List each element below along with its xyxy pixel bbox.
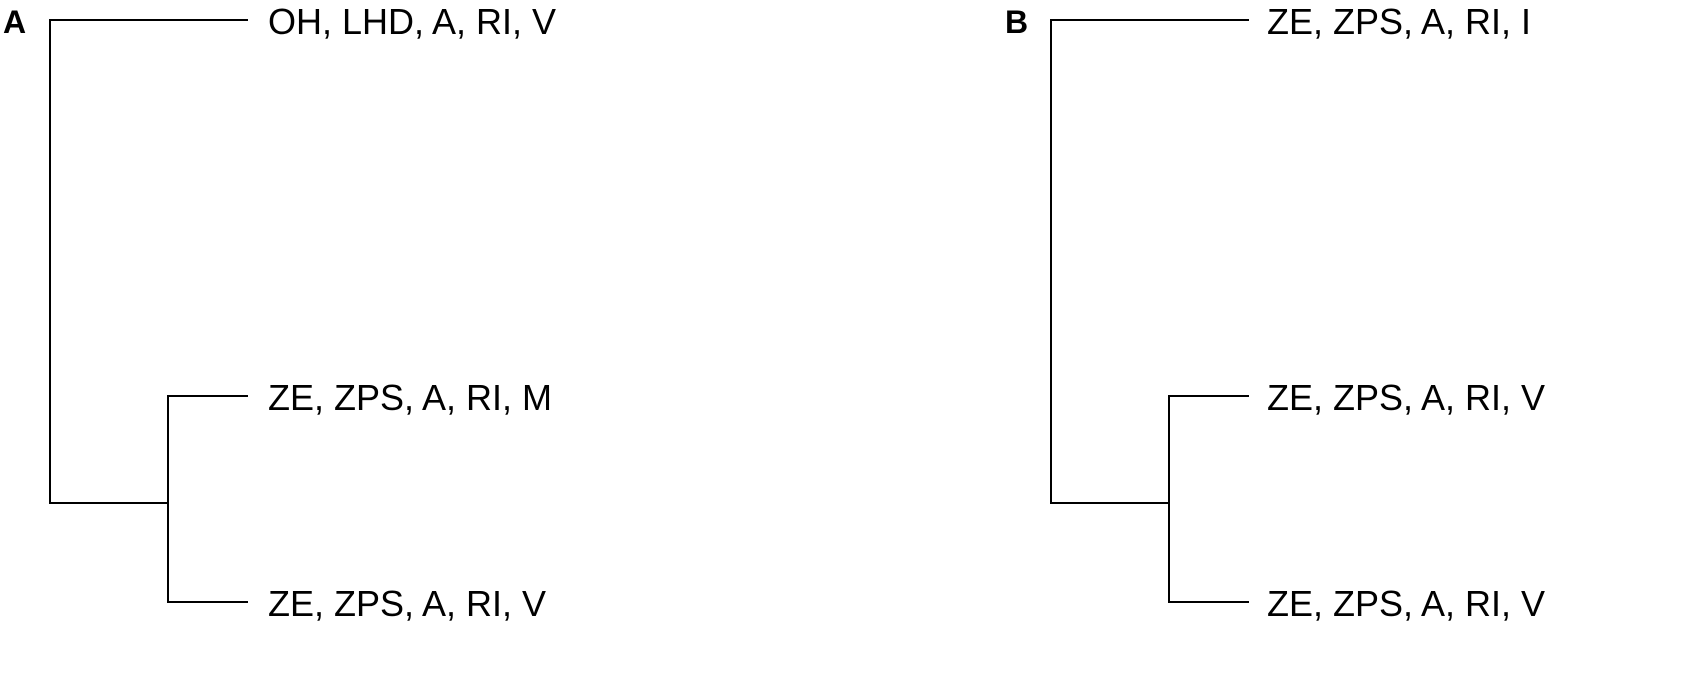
panel-a-leaf-2-label: ZE, ZPS, A, RI, M <box>268 377 552 418</box>
panel-b-leaf-2-label: ZE, ZPS, A, RI, V <box>1267 377 1545 418</box>
panel-a-leaf-3-label: ZE, ZPS, A, RI, V <box>268 583 546 624</box>
panel-a-leaf-1-label: OH, LHD, A, RI, V <box>268 1 556 42</box>
panel-b: B ZE, ZPS, A, RI, I ZE, ZPS, A, RI, V ZE… <box>1005 1 1545 624</box>
panel-a-label: A <box>3 4 26 40</box>
panel-a: A OH, LHD, A, RI, V ZE, ZPS, A, RI, M ZE… <box>3 1 556 624</box>
panel-b-label: B <box>1005 4 1028 40</box>
panel-b-leaf-3-label: ZE, ZPS, A, RI, V <box>1267 583 1545 624</box>
panel-b-leaf-1-label: ZE, ZPS, A, RI, I <box>1267 1 1531 42</box>
